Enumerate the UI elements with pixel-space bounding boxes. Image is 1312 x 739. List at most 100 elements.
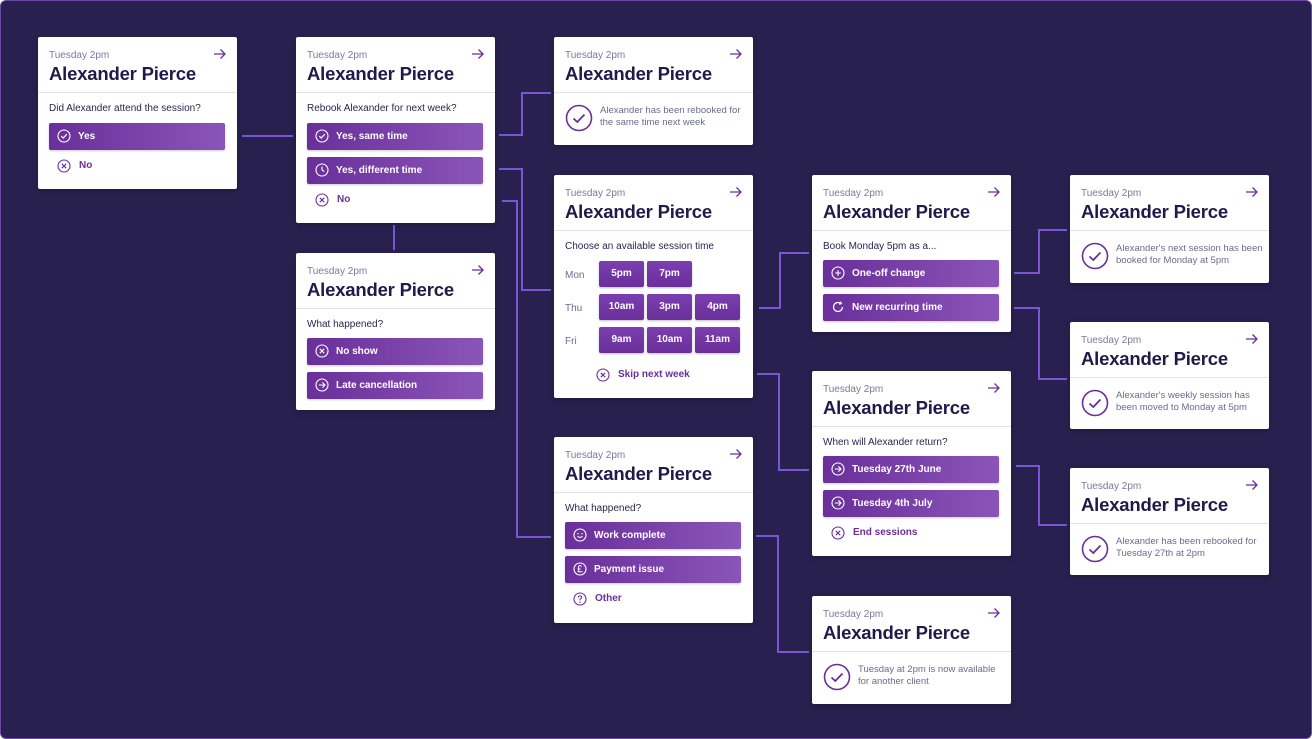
slot-fri-11am[interactable]: 11am [695,327,740,353]
button-label: Yes, different time [336,165,423,176]
arrow-right-icon[interactable] [213,47,227,61]
slot-thu-3pm[interactable]: 3pm [647,294,692,320]
confirmation-message: Alexander's weekly session has been move… [1116,390,1250,413]
button-label: New recurring time [852,302,943,313]
connector-choose-to-bookmonday [759,252,809,309]
day-label-thu: Thu [565,303,583,314]
close-circle-icon [596,368,610,382]
card-attend: Tuesday 2pm Alexander Pierce Did Alexand… [38,37,237,189]
arrow-right-circle-icon [831,462,845,476]
arrow-right-icon[interactable] [1245,185,1259,199]
button-label: Yes, same time [336,131,408,142]
connector-oneoff-to-nextbooked [1014,229,1067,274]
card-header: Tuesday 2pm Alexander Pierce [554,175,753,231]
confirmation-body: Alexander has been rebooked for the same… [554,92,753,145]
new-recurring-time-button[interactable]: New recurring time [823,294,999,321]
link-label: End sessions [853,527,918,538]
one-off-change-button[interactable]: One-off change [823,260,999,287]
session-time: Tuesday 2pm [823,609,884,620]
connector-yes-different-to-choose [499,168,551,291]
check-circle-icon [1081,389,1109,417]
button-label: Tuesday 4th July [852,498,933,509]
card-rebooked-same-time: Tuesday 2pm Alexander Pierce Alexander h… [554,37,753,145]
smiley-icon [573,528,587,542]
client-name: Alexander Pierce [823,622,970,643]
card-header: Tuesday 2pm Alexander Pierce [812,371,1011,427]
card-next-session-booked: Tuesday 2pm Alexander Pierce Alexander's… [1070,175,1269,283]
slot-fri-9am[interactable]: 9am [599,327,644,353]
payment-issue-button[interactable]: Payment issue [565,556,741,583]
check-circle-icon [1081,535,1109,563]
tuesday-27th-june-button[interactable]: Tuesday 27th June [823,456,999,483]
yes-same-time-button[interactable]: Yes, same time [307,123,483,150]
arrow-right-icon[interactable] [471,47,485,61]
slot-mon-5pm[interactable]: 5pm [599,261,644,287]
card-weekly-session-moved: Tuesday 2pm Alexander Pierce Alexander's… [1070,322,1269,429]
plus-circle-icon [831,266,845,280]
work-complete-button[interactable]: Work complete [565,522,741,549]
question-text: Choose an available session time [565,241,714,252]
link-label: No [79,160,93,171]
slot-fri-10am[interactable]: 10am [647,327,692,353]
confirmation-message: Alexander has been rebooked for Tuesday … [1116,536,1257,559]
button-label: Work complete [594,530,666,541]
arrow-right-icon[interactable] [729,185,743,199]
card-rebooked-27th: Tuesday 2pm Alexander Pierce Alexander h… [1070,468,1269,575]
yes-different-time-button[interactable]: Yes, different time [307,157,483,184]
card-header: Tuesday 2pm Alexander Pierce [812,596,1011,652]
session-time: Tuesday 2pm [1081,335,1142,346]
yes-button[interactable]: Yes [49,123,225,150]
card-header: Tuesday 2pm Alexander Pierce [554,37,753,93]
session-time: Tuesday 2pm [307,50,368,61]
confirmation-body: Alexander's next session has been booked… [1070,230,1269,283]
button-label: One-off change [852,268,926,279]
card-what-happened-end: Tuesday 2pm Alexander Pierce What happen… [554,437,753,623]
session-time: Tuesday 2pm [565,188,626,199]
late-cancellation-button[interactable]: Late cancellation [307,372,483,399]
card-choose-session-time: Tuesday 2pm Alexander Pierce Choose an a… [554,175,753,398]
no-show-button[interactable]: No show [307,338,483,365]
client-name: Alexander Pierce [1081,348,1228,369]
arrow-right-icon[interactable] [729,447,743,461]
card-header: Tuesday 2pm Alexander Pierce [296,37,495,93]
session-time: Tuesday 2pm [565,450,626,461]
question-text: When will Alexander return? [823,437,948,448]
arrow-right-circle-icon [831,496,845,510]
check-circle-icon [315,129,329,143]
day-label-mon: Mon [565,270,585,281]
client-name: Alexander Pierce [565,463,712,484]
connector-whathappened2-to-available [756,535,809,653]
day-label-fri: Fri [565,336,577,347]
client-name: Alexander Pierce [307,63,454,84]
check-circle-icon [565,104,593,132]
arrow-right-icon[interactable] [1245,478,1259,492]
confirmation-message: Alexander's next session has been booked… [1116,243,1263,266]
slot-thu-10am[interactable]: 10am [599,294,644,320]
card-slot-available: Tuesday 2pm Alexander Pierce Tuesday at … [812,596,1011,704]
card-header: Tuesday 2pm Alexander Pierce [1070,322,1269,378]
client-name: Alexander Pierce [823,397,970,418]
clock-icon [315,163,329,177]
slot-thu-4pm[interactable]: 4pm [695,294,740,320]
arrow-right-icon[interactable] [1245,332,1259,346]
session-time: Tuesday 2pm [1081,188,1142,199]
session-time: Tuesday 2pm [49,50,110,61]
button-label: Yes [78,131,96,142]
question-circle-icon [573,592,587,606]
slot-mon-7pm[interactable]: 7pm [647,261,692,287]
tuesday-4th-july-button[interactable]: Tuesday 4th July [823,490,999,517]
arrow-right-icon[interactable] [729,47,743,61]
button-label: Payment issue [594,564,665,575]
link-label: Skip next week [618,369,690,380]
link-label: Other [595,593,622,604]
connector-skip-to-return [757,373,809,471]
confirmation-body: Alexander has been rebooked for Tuesday … [1070,523,1269,575]
arrow-right-icon[interactable] [987,606,1001,620]
card-header: Tuesday 2pm Alexander Pierce [554,437,753,493]
card-book-monday: Tuesday 2pm Alexander Pierce Book Monday… [812,175,1011,332]
arrow-right-icon[interactable] [987,185,1001,199]
check-circle-icon [57,129,71,143]
refresh-icon [831,300,845,314]
arrow-right-icon[interactable] [987,381,1001,395]
arrow-right-icon[interactable] [471,263,485,277]
